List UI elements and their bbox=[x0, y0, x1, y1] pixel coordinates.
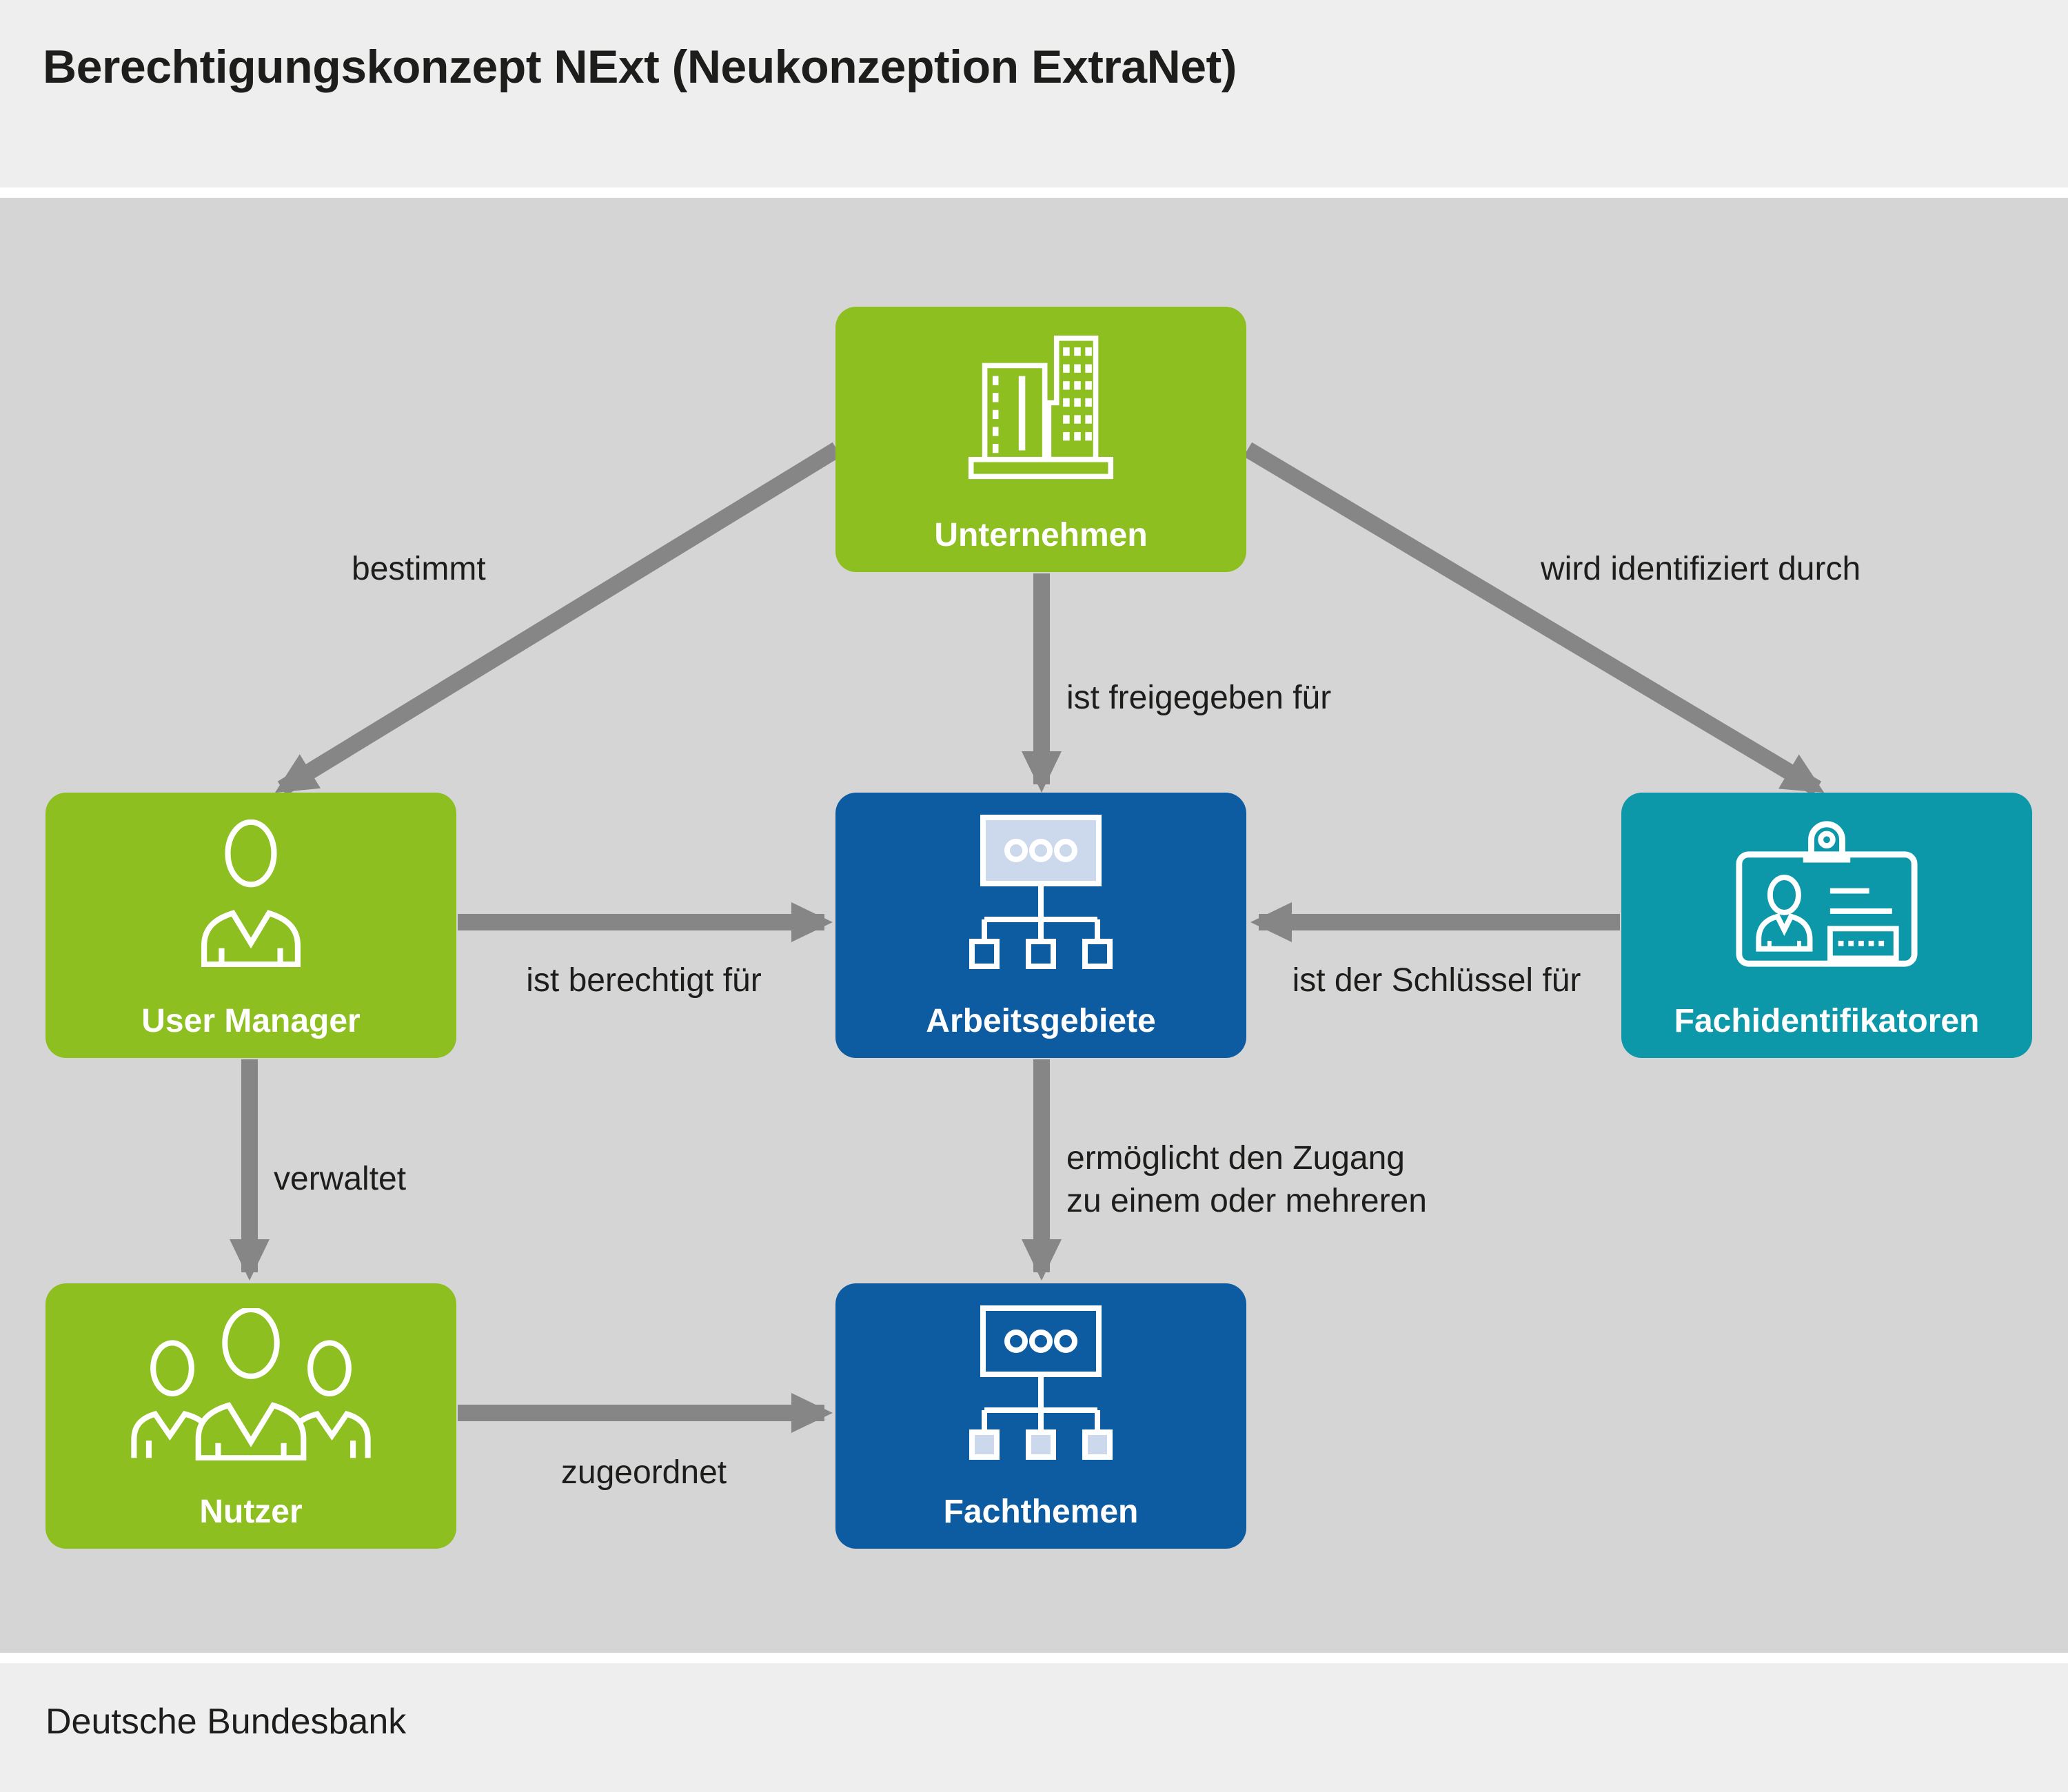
org-hierarchy-icon bbox=[969, 1305, 1113, 1460]
node-icon-area bbox=[835, 1283, 1246, 1485]
node-icon-area bbox=[45, 1283, 456, 1485]
node-label-fachthemen: Fachthemen bbox=[943, 1494, 1139, 1530]
node-user-manager: User Manager bbox=[45, 793, 456, 1058]
arrow-bestimmt bbox=[274, 442, 842, 796]
node-label-user-manager: User Manager bbox=[141, 1003, 361, 1039]
org-hierarchy-icon bbox=[969, 815, 1113, 969]
footer-source: Deutsche Bundesbank bbox=[45, 1702, 407, 1742]
node-nutzer: Nutzer bbox=[45, 1283, 456, 1549]
edge-label-ist-der-schluessel-fuer: ist der Schlüssel für bbox=[1292, 962, 1581, 999]
footer-band bbox=[0, 1663, 2068, 1792]
edge-label-verwaltet: verwaltet bbox=[274, 1161, 407, 1197]
person-icon bbox=[201, 819, 301, 967]
page-title: Berechtigungskonzept NExt (Neukonzeption… bbox=[43, 41, 1237, 93]
node-unternehmen: Unternehmen bbox=[835, 307, 1246, 572]
node-arbeitsgebiete: Arbeitsgebiete bbox=[835, 793, 1246, 1058]
node-label-nutzer: Nutzer bbox=[199, 1494, 303, 1530]
node-icon-area bbox=[1621, 793, 2032, 994]
footer-divider bbox=[0, 1653, 2068, 1663]
node-fachidentifikatoren: Fachidentifikatoren bbox=[1621, 793, 2032, 1058]
people-group-icon bbox=[131, 1307, 371, 1460]
building-icon bbox=[968, 335, 1114, 480]
node-icon-area bbox=[45, 793, 456, 994]
arrow-wird-identifiziert-durch bbox=[1243, 442, 1825, 796]
edge-label-ist-freigegeben-fuer: ist freigegeben für bbox=[1066, 680, 1332, 716]
header-band bbox=[0, 0, 2068, 187]
node-icon-area bbox=[835, 307, 1246, 508]
edge-label-zugeordnet: zugeordnet bbox=[560, 1454, 727, 1491]
edge-label-wird-identifiziert-durch: wird identifiziert durch bbox=[1541, 551, 1861, 587]
node-fachthemen: Fachthemen bbox=[835, 1283, 1246, 1549]
header-divider bbox=[0, 187, 2068, 198]
edge-label-ist-berechtigt-fuer: ist berechtigt für bbox=[526, 962, 762, 999]
edge-label-bestimmt: bestimmt bbox=[352, 551, 486, 587]
edge-label-line-1: ermöglicht den Zugang bbox=[1066, 1140, 1405, 1177]
id-badge-icon bbox=[1736, 820, 1918, 967]
node-label-unternehmen: Unternehmen bbox=[934, 517, 1148, 553]
edge-label-ermoeglicht-den-zugang: ermöglicht den Zugang zu einem oder mehr… bbox=[1066, 1137, 1427, 1223]
node-label-arbeitsgebiete: Arbeitsgebiete bbox=[926, 1003, 1156, 1039]
edge-label-line-2: zu einem oder mehreren bbox=[1066, 1183, 1427, 1219]
node-label-fachidentifikatoren: Fachidentifikatoren bbox=[1674, 1003, 1980, 1039]
node-icon-area bbox=[835, 793, 1246, 994]
